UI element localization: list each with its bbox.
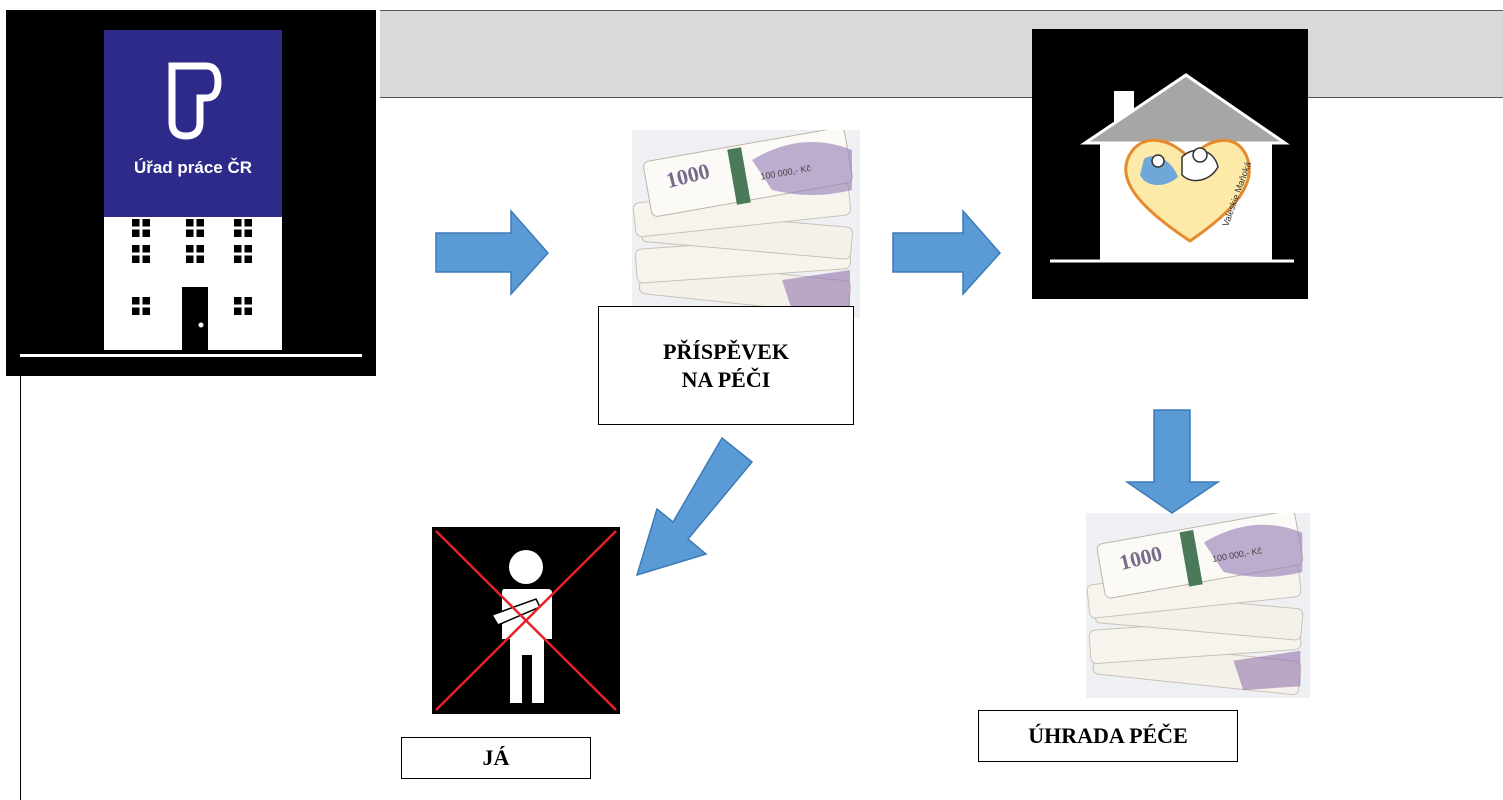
arrow-care-home-to-payment [1124,409,1221,514]
banknotes-icon: 1000 100 000,- Kč [632,130,860,318]
person-crossed-out-icon [435,530,617,711]
office-ground-line [20,354,362,357]
money-bundle-image-2: 1000 100 000,- Kč [1085,513,1311,698]
allowance-label-line2: NA PÉČI [681,366,771,392]
office-sign-text: Úřad práce ČR [133,158,253,177]
allowance-label-line1: PŘÍSPĚVEK [663,339,789,364]
office-sign: Úřad práce ČR [104,30,282,217]
care-home-tile: Valeskie Maňoká [1032,29,1308,299]
care-payment-label: ÚHRADA PÉČE [978,710,1238,762]
me-tile [432,527,620,714]
care-payment-label-text: ÚHRADA PÉČE [1028,723,1188,749]
left-border-line [20,375,21,800]
money-bundle-image: 1000 100 000,- Kč [632,130,860,318]
me-label: JÁ [401,737,591,779]
up-logo-icon [168,62,222,140]
building-icon [132,219,252,350]
me-label-text: JÁ [482,745,510,771]
arrow-allowance-to-care-home [892,209,1002,296]
allowance-label: PŘÍSPĚVEK NA PÉČI [598,306,854,425]
banknotes-icon-2: 1000 100 000,- Kč [1085,513,1311,698]
header-band [380,10,1503,98]
office-building-body [104,217,282,350]
arrow-office-to-allowance [435,209,550,296]
arrow-allowance-to-me [635,436,754,577]
labour-office-tile: Úřad práce ČR [6,10,376,376]
care-home-icon: Valeskie Maňoká [1050,73,1294,263]
